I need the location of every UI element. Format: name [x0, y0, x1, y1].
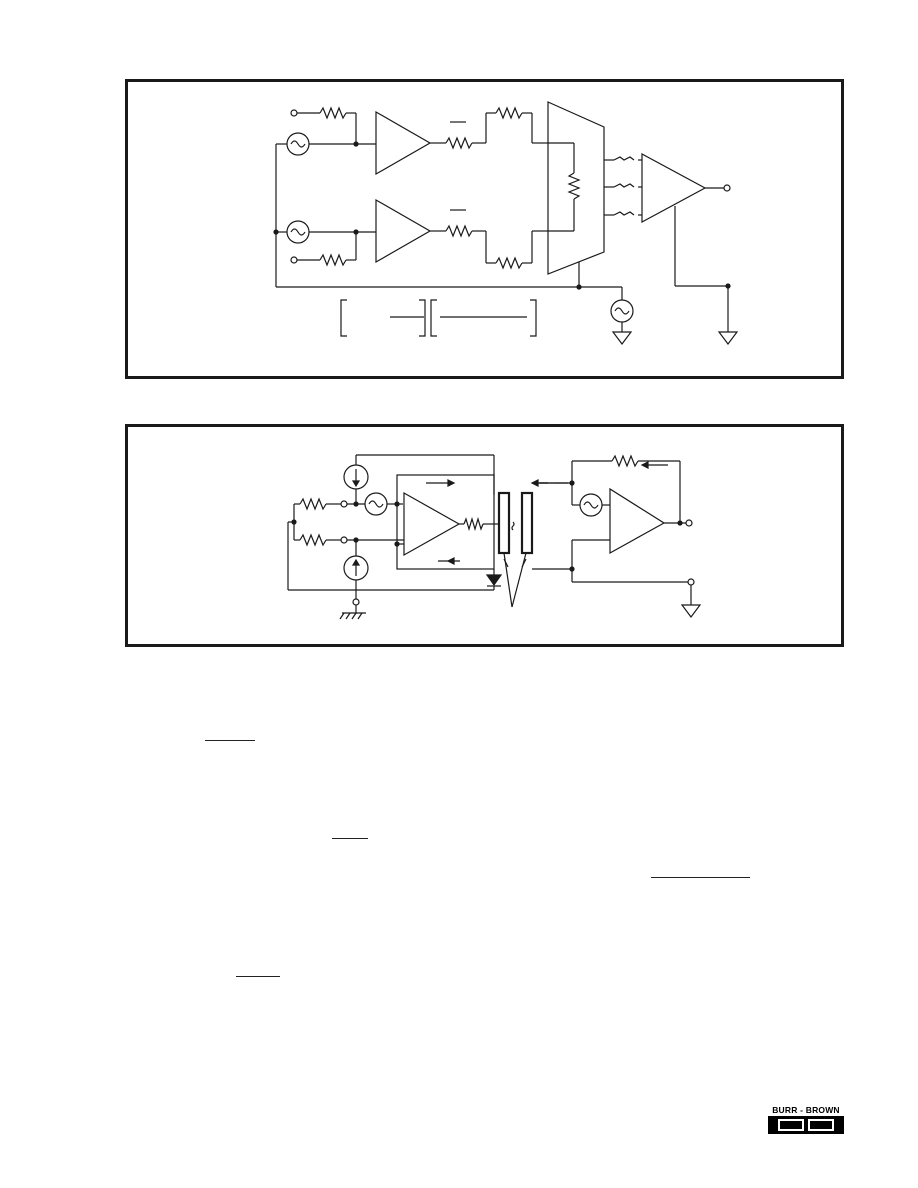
figure-1-schematic [125, 79, 844, 379]
logo-b-left-icon [778, 1119, 804, 1131]
ground-icon [680, 604, 702, 618]
output-ground-terminal [687, 578, 695, 586]
resistor-icon [463, 516, 484, 532]
schematic-2-svg [287, 454, 702, 620]
resistor-icon [319, 253, 347, 267]
isolation-barrier-block [547, 101, 605, 275]
ground-icon [717, 331, 739, 345]
input-terminal [340, 500, 348, 508]
input-terminal [340, 536, 348, 544]
resistor-icon [445, 224, 473, 238]
figure-2-schematic [125, 424, 844, 647]
op-amp-triangle-icon [641, 152, 707, 224]
diode-icon [485, 574, 503, 587]
ground-terminal [352, 598, 360, 606]
input-terminal-top [290, 109, 298, 117]
barrier-plate-right [520, 491, 534, 555]
resistor-icon [445, 136, 473, 150]
logo-b-right-icon [808, 1119, 834, 1131]
resistor-icon [567, 172, 581, 200]
fraction-bar-3 [651, 877, 750, 878]
op-amp-triangle-icon [375, 110, 432, 176]
resistor-icon [611, 454, 639, 468]
company-logo: BURR - BROWN [768, 1106, 844, 1134]
resistor-icon [319, 106, 347, 120]
op-amp-triangle-icon [609, 487, 666, 555]
amplifier-boundary [396, 474, 495, 570]
resistor-icon [299, 497, 327, 511]
bracket-right [530, 299, 537, 337]
output-terminal [723, 184, 731, 192]
fraction-bar-2 [332, 838, 368, 839]
op-amp-triangle-icon [403, 491, 461, 557]
input-terminal-bottom [290, 256, 298, 264]
op-amp-triangle-icon [375, 198, 432, 264]
fraction-bar-1 [205, 740, 255, 741]
schematic-1-svg [273, 101, 739, 345]
ground-icon [611, 331, 633, 345]
bracket-left [340, 299, 347, 337]
fraction-bar-4 [236, 976, 280, 977]
logo-wordmark: BURR - BROWN [772, 1105, 840, 1115]
resistor-icon [299, 533, 327, 547]
output-terminal [685, 519, 693, 527]
resistor-icon [495, 256, 523, 270]
resistor-icon [495, 106, 523, 120]
barrier-plate-left [497, 491, 511, 555]
